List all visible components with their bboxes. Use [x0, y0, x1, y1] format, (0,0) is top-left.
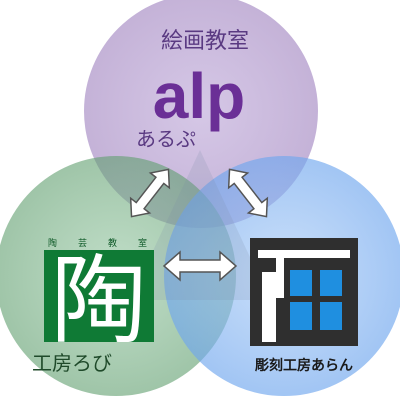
right-logo	[250, 238, 358, 346]
top-subtitle: あるぷ	[136, 127, 196, 151]
left-logo-block	[44, 250, 154, 342]
double-arrow-icon	[227, 168, 269, 218]
double-arrow-icon	[162, 250, 238, 282]
center-triangle	[130, 150, 270, 300]
svg-text:室: 室	[138, 237, 147, 249]
svg-text:陶: 陶	[48, 237, 57, 249]
right-caption: 彫刻工房あらん	[254, 357, 353, 374]
left-small-label: 陶 芸 教 室	[48, 237, 147, 249]
svg-text:芸: 芸	[78, 237, 87, 249]
left-caption: 工房ろび	[32, 351, 112, 375]
svg-text:教: 教	[108, 237, 117, 249]
double-arrow-icon	[129, 168, 171, 218]
left-logo-kanji: 陶	[51, 245, 147, 357]
top-heading: 絵画教室	[161, 29, 249, 54]
alp-logo-text: alp	[153, 60, 245, 132]
